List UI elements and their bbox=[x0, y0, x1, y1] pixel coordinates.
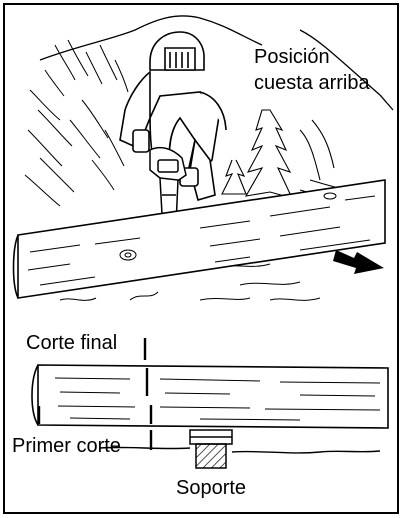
log-top bbox=[12, 179, 386, 299]
position-label-line2: cuesta arriba bbox=[254, 72, 370, 94]
hillside-hatching bbox=[24, 39, 129, 207]
position-label-line1: Posición bbox=[254, 46, 330, 68]
arrow-icon bbox=[333, 250, 384, 274]
log-bottom bbox=[31, 364, 389, 429]
first-cut-label: Primer corte bbox=[12, 435, 121, 457]
cut-marks bbox=[37, 338, 153, 450]
final-cut-label: Corte final bbox=[26, 332, 118, 354]
worker-figure bbox=[119, 31, 227, 201]
mountain-outline bbox=[39, 15, 394, 111]
support-block bbox=[189, 429, 233, 469]
ground-line bbox=[99, 446, 381, 454]
support-label: Soporte bbox=[176, 477, 247, 499]
